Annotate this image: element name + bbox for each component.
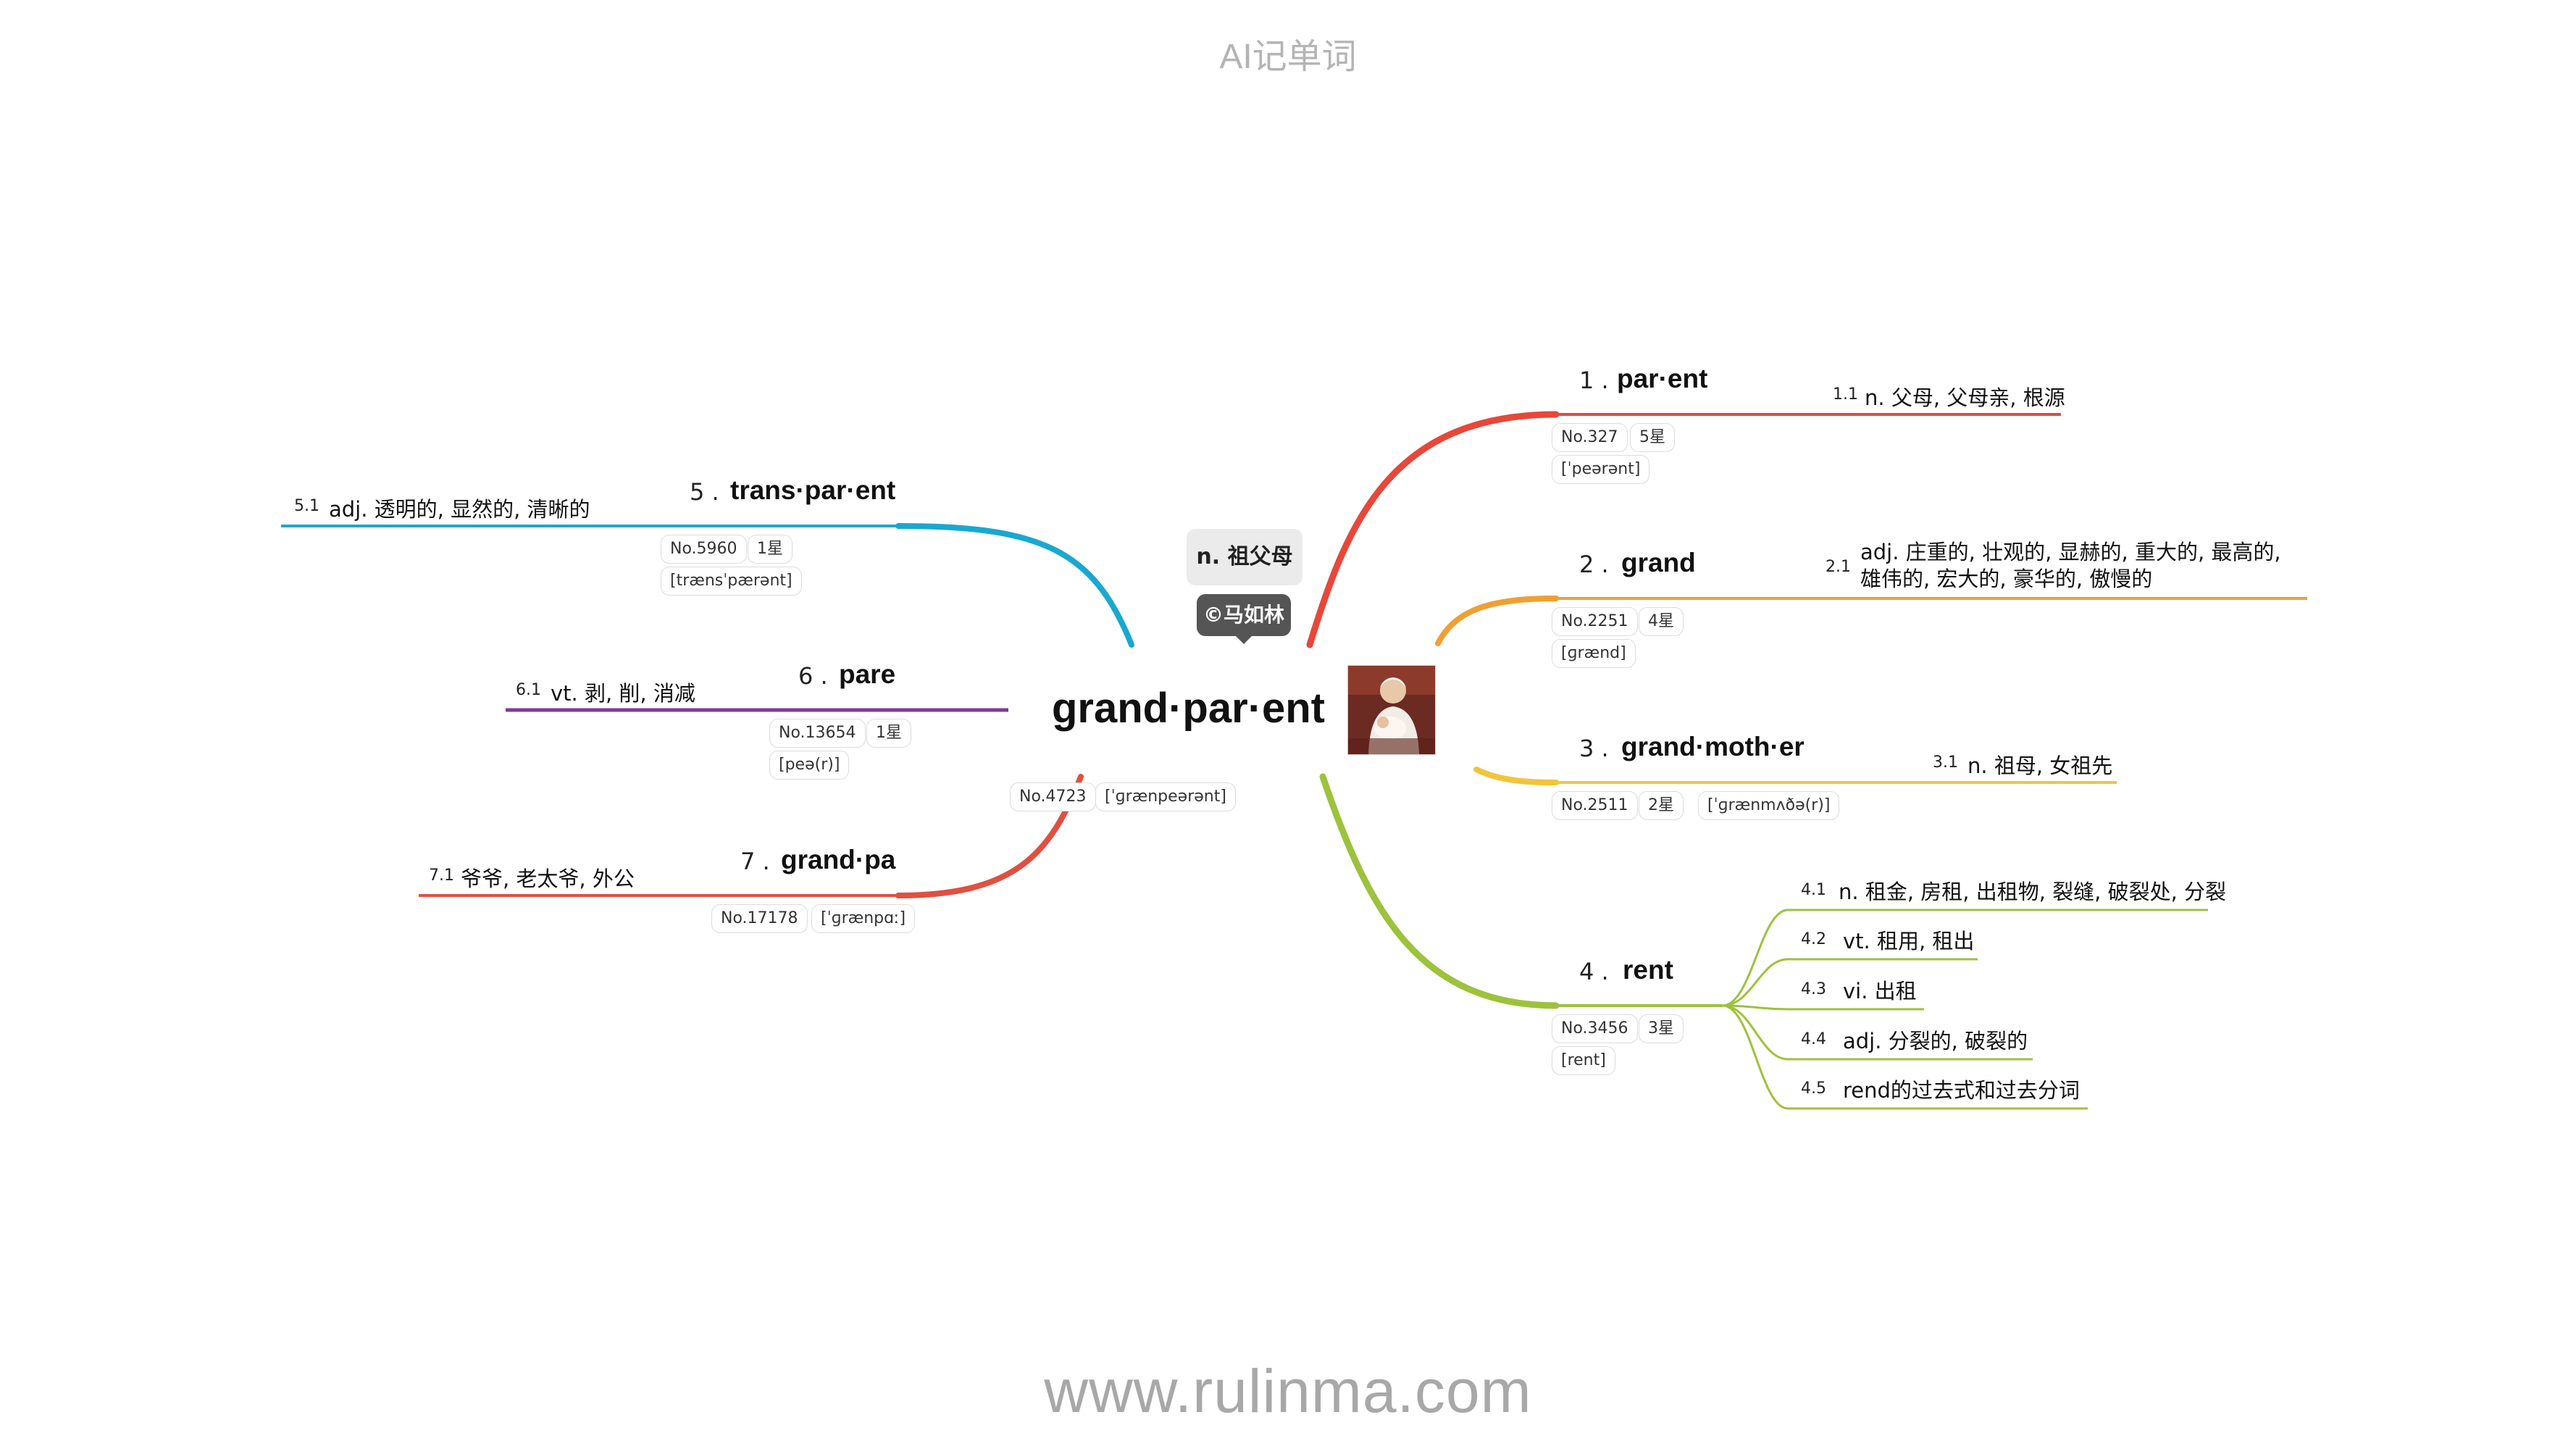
author-badge: ©马如林 xyxy=(1197,594,1291,636)
branch-2-number: 2 . xyxy=(1579,551,1609,578)
branch-4-def-3-text: vi. 出租 xyxy=(1843,979,1917,1003)
branch-6-def-1-text: vt. 剥, 削, 消减 xyxy=(551,681,695,706)
grandparent-photo-icon xyxy=(1347,665,1436,755)
branch-2-def-1-number: 2.1 xyxy=(1826,558,1851,576)
branch-3-stars-tag: 2星 xyxy=(1639,791,1684,820)
center-phonetic-tag: [ˈɡrænpeərənt] xyxy=(1095,782,1236,811)
branch-5-phonetic-tag: [trænsˈpærənt] xyxy=(661,567,802,596)
branch-4-sub-3 xyxy=(1722,1004,1924,1011)
branch-4-stars-tag: 3星 xyxy=(1639,1014,1684,1043)
branch-4-def-4-text: adj. 分裂的, 破裂的 xyxy=(1843,1029,2028,1053)
branch-1-def-1-text: n. 父母, 父母亲, 根源 xyxy=(1865,385,2065,410)
branch-4-def-5-number: 4.5 xyxy=(1801,1080,1826,1098)
branch-4-sub-5 xyxy=(1722,1004,2088,1110)
branch-2-word: grand xyxy=(1621,548,1696,577)
branch-2-phonetic-tag: [ɡrænd] xyxy=(1552,639,1636,668)
branch-1-frequency-tag: No.327 xyxy=(1552,423,1628,452)
branch-2-frequency-tag: No.2251 xyxy=(1552,607,1638,636)
branch-1-word: par·ent xyxy=(1617,364,1708,393)
center-word: grand·par·ent xyxy=(1052,685,1325,732)
branch-1-number: 1 . xyxy=(1579,367,1609,394)
branch-5-frequency-tag: No.5960 xyxy=(661,535,747,564)
branch-3-word: grand·moth·er xyxy=(1621,732,1805,761)
branch-2-line xyxy=(1435,596,1559,646)
branch-3-phonetic-tag: [ˈɡrænmʌðə(r)] xyxy=(1698,791,1840,820)
branch-6-frequency-tag: No.13654 xyxy=(769,719,866,748)
center-frequency-tag: No.4723 xyxy=(1010,782,1096,811)
branch-2-stars-tag: 4星 xyxy=(1639,607,1684,636)
page-header: AI记单词 xyxy=(1219,38,1357,76)
branch-6-word: pare xyxy=(839,659,896,689)
center-meaning-bubble: n. 祖父母 xyxy=(1187,529,1302,585)
branch-7-number: 7 . xyxy=(740,848,770,875)
branch-4-sub-2 xyxy=(1722,958,1978,1007)
branch-1-phonetic-tag: [ˈpeərənt] xyxy=(1552,455,1650,484)
branch-6-stars-tag: 1星 xyxy=(866,719,911,748)
branch-6-phonetic-tag: [peə(r)] xyxy=(769,751,850,780)
branch-3-def-1-text: n. 祖母, 女祖先 xyxy=(1967,753,2113,778)
branch-4-phonetic-tag: [rent] xyxy=(1552,1046,1615,1075)
branch-6-number: 6 . xyxy=(798,662,828,690)
branch-4-def-2-number: 4.2 xyxy=(1801,930,1826,948)
branch-5-number: 5 . xyxy=(690,478,719,506)
branch-1-line xyxy=(1306,411,1560,648)
branch-4-word: rent xyxy=(1623,955,1673,985)
branch-4-def-3-number: 4.3 xyxy=(1801,980,1826,998)
branch-3-number: 3 . xyxy=(1579,735,1609,762)
branch-4-def-2-text: vt. 租用, 租出 xyxy=(1843,929,1975,953)
branch-7-def-1-number: 7.1 xyxy=(429,867,454,885)
branch-7-def-1-text: 爷爷, 老太爷, 外公 xyxy=(461,867,635,891)
branch-7-word: grand·pa xyxy=(781,845,896,874)
branch-7-frequency-tag: No.17178 xyxy=(711,904,808,933)
branch-5-word: trans·par·ent xyxy=(730,475,896,505)
branch-7-phonetic-tag: [ˈɡrænpɑː] xyxy=(811,904,916,933)
branch-4-sub-1 xyxy=(1722,909,2208,1007)
branch-2-def-1-text: adj. 庄重的, 壮观的, 显赫的, 重大的, 最高的, 雄伟的, 宏大的, … xyxy=(1860,540,2281,591)
branch-5-def-1-text: adj. 透明的, 显然的, 清晰的 xyxy=(329,497,590,522)
branch-4-line xyxy=(1319,773,1560,1009)
branch-4-def-1-text: n. 租金, 房租, 出租物, 裂缝, 破裂处, 分裂 xyxy=(1839,880,2226,904)
branch-3-line xyxy=(1473,767,1559,785)
branch-4-number: 4 . xyxy=(1579,958,1609,985)
branch-5-def-1-number: 5.1 xyxy=(294,497,319,515)
branch-3-frequency-tag: No.2511 xyxy=(1552,791,1638,820)
branch-4-def-4-number: 4.4 xyxy=(1801,1030,1826,1048)
branch-5-stars-tag: 1星 xyxy=(748,535,793,564)
page-footer-url: www.rulinma.com xyxy=(1044,1357,1532,1425)
branch-1-def-1-number: 1.1 xyxy=(1833,385,1858,404)
branch-5-line xyxy=(895,523,1134,648)
branch-3-def-1-number: 3.1 xyxy=(1933,753,1958,772)
branch-4-frequency-tag: No.3456 xyxy=(1552,1014,1638,1043)
branch-6-def-1-number: 6.1 xyxy=(516,681,541,699)
author-badge-pointer xyxy=(1235,635,1253,644)
branch-4-def-5-text: rend的过去式和过去分词 xyxy=(1843,1078,2080,1103)
branch-1-stars-tag: 5星 xyxy=(1630,423,1675,452)
branch-4-def-1-number: 4.1 xyxy=(1801,881,1826,899)
branch-4-sub-4 xyxy=(1722,1004,2033,1061)
